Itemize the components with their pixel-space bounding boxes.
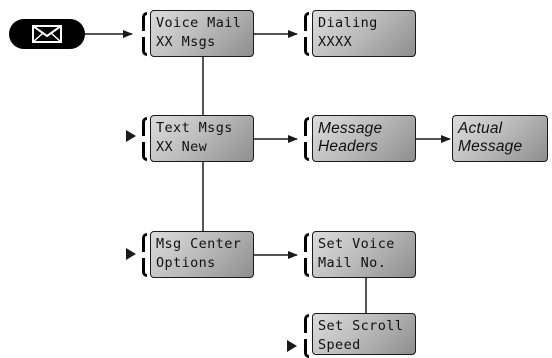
screen-line-2: Message — [458, 138, 523, 155]
screen-line-2: XX New — [156, 139, 208, 155]
screen-line-1: Msg Center — [156, 236, 242, 252]
screen-msg-center: Msg Center Options — [150, 231, 254, 278]
screen-actual-message: Actual Message — [452, 115, 548, 162]
screen-voice-mail: Voice Mail XX Msgs — [150, 10, 254, 57]
screen-line-2: Speed — [318, 337, 361, 353]
screen-dialing: Dialing XXXX — [312, 10, 416, 57]
screen-message-headers: Message Headers — [312, 115, 416, 162]
screen-line-1: Voice Mail — [156, 15, 242, 31]
screen-line-2: Headers — [318, 138, 378, 155]
screen-line-1: Text Msgs — [156, 120, 233, 136]
screen-set-voice: Set Voice Mail No. — [312, 231, 416, 278]
screen-line-2: XX Msgs — [156, 34, 216, 50]
screen-line-2: Options — [156, 255, 216, 271]
screen-bracket — [304, 233, 310, 277]
screen-line-1: Message — [318, 120, 383, 137]
screen-line-1: Dialing — [318, 15, 378, 31]
screen-line-2: XXXX — [318, 34, 353, 50]
screen-line-2: Mail No. — [318, 255, 387, 271]
screen-bracket — [304, 12, 310, 56]
selection-pointer-text-msgs — [126, 130, 136, 142]
screen-bracket — [142, 117, 148, 161]
selection-pointer-set-scroll — [287, 340, 297, 352]
screen-line-1: Set Scroll — [318, 318, 404, 334]
envelope-start-node — [9, 19, 85, 49]
screen-set-scroll: Set Scroll Speed — [312, 313, 416, 355]
envelope-icon — [32, 25, 62, 43]
screen-bracket — [142, 12, 148, 56]
screen-line-1: Set Voice — [318, 236, 395, 252]
screen-bracket — [304, 117, 310, 161]
selection-pointer-msg-center — [126, 248, 136, 260]
screen-text-msgs: Text Msgs XX New — [150, 115, 254, 162]
screen-bracket — [142, 233, 148, 277]
screen-bracket — [304, 314, 310, 358]
screen-line-1: Actual — [458, 120, 503, 137]
